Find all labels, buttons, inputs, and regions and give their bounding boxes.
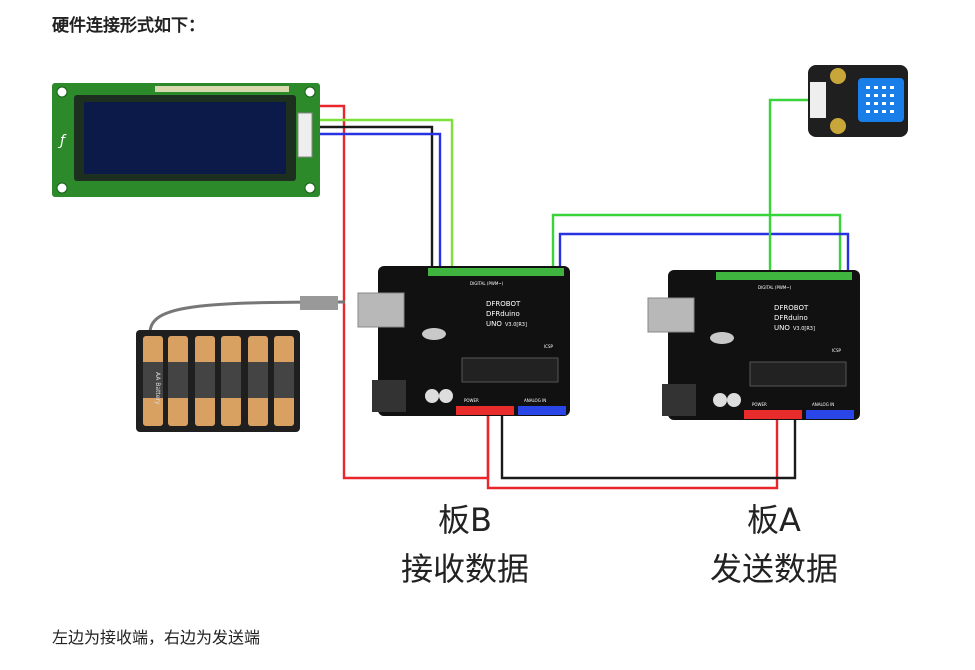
board-a-digital-label: DIGITAL (PWM~) xyxy=(758,285,792,290)
board-b: DFROBOT DFRduino UNO V3.0[R3] DIGITAL (P… xyxy=(357,266,570,416)
board-a-label: 板A xyxy=(747,501,801,539)
board-a: DFROBOT DFRduino UNO V3.0[R3] DIGITAL (P… xyxy=(647,270,860,420)
wires xyxy=(318,98,850,490)
board-b-power-label: POWER xyxy=(464,398,479,403)
wire-red-board-b-to-a xyxy=(486,414,779,490)
board-b-icsp-label: ICSP xyxy=(544,344,554,349)
battery-pack: AA Battery xyxy=(136,296,346,432)
board-a-model: DFRduino xyxy=(774,314,808,322)
board-b-analog-header xyxy=(518,406,566,415)
board-a-digital-header xyxy=(716,272,852,280)
page-heading: 硬件连接形式如下： xyxy=(52,16,205,36)
board-a-power-label: POWER xyxy=(752,402,767,407)
board-b-digital-label: DIGITAL (PWM~) xyxy=(470,281,504,286)
lcd-module: ƒ xyxy=(52,83,320,197)
wire-blue-serial-2 xyxy=(558,232,850,272)
board-a-analog-label: ANALOG IN xyxy=(812,402,834,407)
board-a-power-header xyxy=(744,410,802,419)
board-b-brand: DFROBOT xyxy=(486,300,521,308)
board-b-uno: UNO xyxy=(486,320,502,328)
wire-green-serial-1 xyxy=(551,213,842,272)
board-b-role: 接收数据 xyxy=(401,550,529,588)
page-caption: 左边为接收端，右边为发送端 xyxy=(52,628,261,647)
board-a-uno: UNO xyxy=(774,324,790,332)
wire-lightgreen-lcd-sda xyxy=(318,118,454,270)
board-a-version: V3.0[R3] xyxy=(793,326,815,332)
wire-black-lcd-gnd xyxy=(318,125,434,270)
board-b-label: 板B xyxy=(438,501,492,539)
board-a-role: 发送数据 xyxy=(710,550,838,588)
board-a-analog-header xyxy=(806,410,854,419)
board-a-icsp-label: ICSP xyxy=(832,348,842,353)
wire-green-sensor xyxy=(768,98,812,272)
wire-blue-lcd-scl xyxy=(318,132,442,270)
board-b-power-header xyxy=(456,406,514,415)
board-b-version: V3.0[R3] xyxy=(505,322,527,328)
dfrobot-logo-icon: ƒ xyxy=(57,133,67,149)
board-b-digital-header xyxy=(428,268,564,276)
board-b-model: DFRduino xyxy=(486,310,520,318)
board-a-brand: DFROBOT xyxy=(774,304,809,312)
humidity-sensor-module xyxy=(808,65,908,137)
board-b-analog-label: ANALOG IN xyxy=(524,398,546,403)
battery-cells xyxy=(143,336,294,426)
battery-cell-label: AA Battery xyxy=(154,372,161,405)
wire-black-board-b-to-a xyxy=(500,414,797,480)
